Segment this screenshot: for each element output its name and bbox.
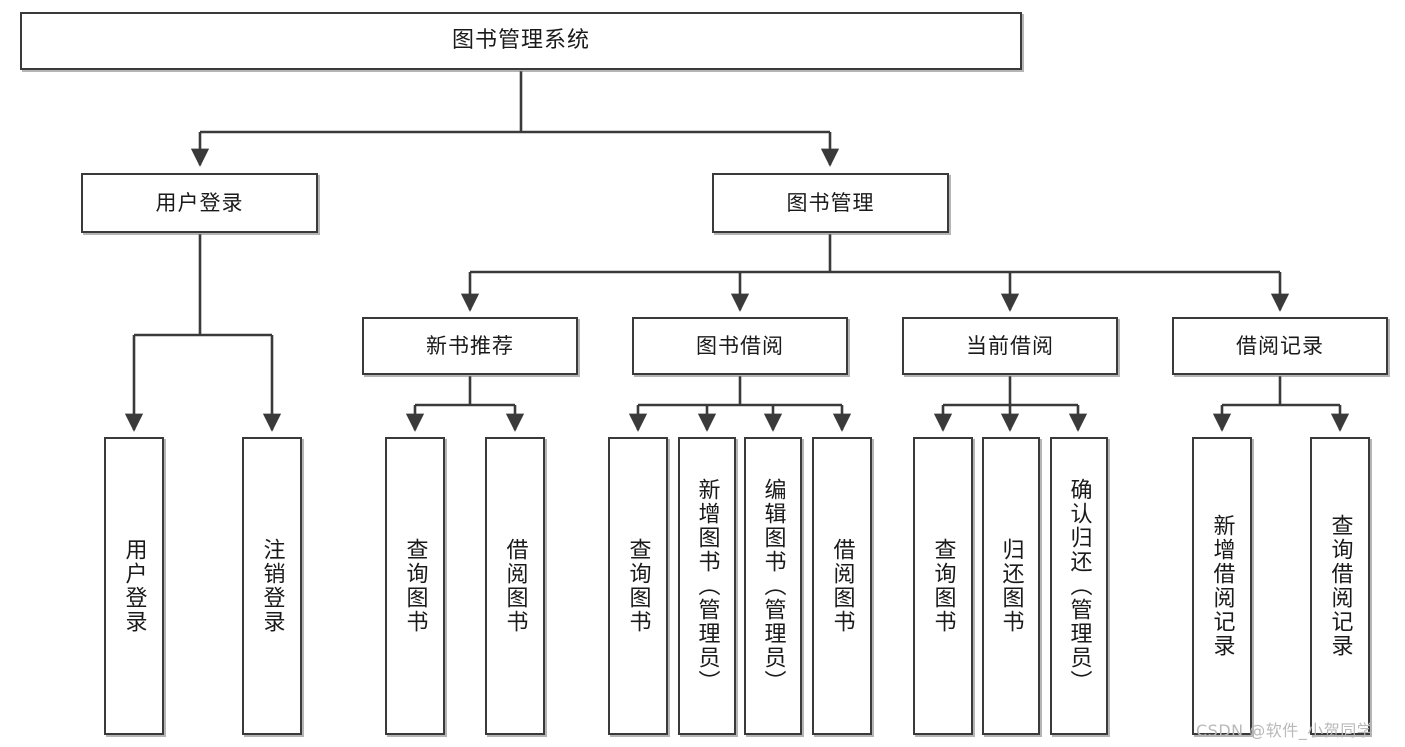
node-label: 借阅图书 (502, 538, 528, 634)
leaf-borrow-edit-book-admin[interactable]: 编辑图书（管理员） (744, 437, 802, 735)
node-root-system[interactable]: 图书管理系统 (20, 12, 1022, 70)
node-label: 查询图书 (930, 538, 956, 634)
node-label: 查询图书 (402, 538, 428, 634)
node-label: 确认归还（管理员） (1066, 478, 1092, 694)
node-label: 查询图书 (625, 538, 651, 634)
leaf-current-query-book[interactable]: 查询图书 (913, 437, 973, 735)
csdn-watermark: CSDN @软件_小贺同学 (1196, 721, 1374, 740)
leaf-recommend-borrow-book[interactable]: 借阅图书 (485, 437, 545, 735)
leaf-record-add-record[interactable]: 新增借阅记录 (1192, 437, 1252, 735)
node-borrow-record[interactable]: 借阅记录 (1172, 317, 1388, 375)
node-label: 借阅记录 (1236, 333, 1324, 358)
leaf-recommend-query-book[interactable]: 查询图书 (385, 437, 445, 735)
node-label: 新书推荐 (426, 333, 514, 358)
leaf-record-query-record[interactable]: 查询借阅记录 (1310, 437, 1370, 735)
node-label: 当前借阅 (966, 333, 1054, 358)
node-label: 图书管理 (786, 190, 875, 215)
node-label: 新增图书（管理员） (694, 478, 720, 694)
node-label: 新增借阅记录 (1209, 514, 1235, 658)
node-label: 归还图书 (998, 538, 1024, 634)
node-label: 编辑图书（管理员） (760, 478, 786, 694)
node-user-login[interactable]: 用户登录 (81, 173, 318, 233)
leaf-user-login-login[interactable]: 用户登录 (104, 437, 164, 735)
leaf-current-confirm-return-admin[interactable]: 确认归还（管理员） (1050, 437, 1108, 735)
leaf-borrow-query-book[interactable]: 查询图书 (608, 437, 668, 735)
node-label: 图书管理系统 (451, 28, 590, 54)
leaf-borrow-borrow-book[interactable]: 借阅图书 (812, 437, 872, 735)
leaf-user-login-logout[interactable]: 注销登录 (242, 437, 302, 735)
node-label: 图书借阅 (696, 333, 784, 358)
node-book-borrow[interactable]: 图书借阅 (632, 317, 848, 375)
leaf-current-return-book[interactable]: 归还图书 (982, 437, 1040, 735)
node-current-borrow[interactable]: 当前借阅 (902, 317, 1118, 375)
node-new-book-recommend[interactable]: 新书推荐 (362, 317, 578, 375)
node-label: 注销登录 (259, 538, 285, 634)
leaf-borrow-add-book-admin[interactable]: 新增图书（管理员） (678, 437, 736, 735)
node-label: 借阅图书 (829, 538, 855, 634)
node-label: 查询借阅记录 (1327, 514, 1353, 658)
node-book-management[interactable]: 图书管理 (712, 173, 949, 233)
node-label: 用户登录 (155, 190, 244, 215)
node-label: 用户登录 (121, 538, 147, 634)
